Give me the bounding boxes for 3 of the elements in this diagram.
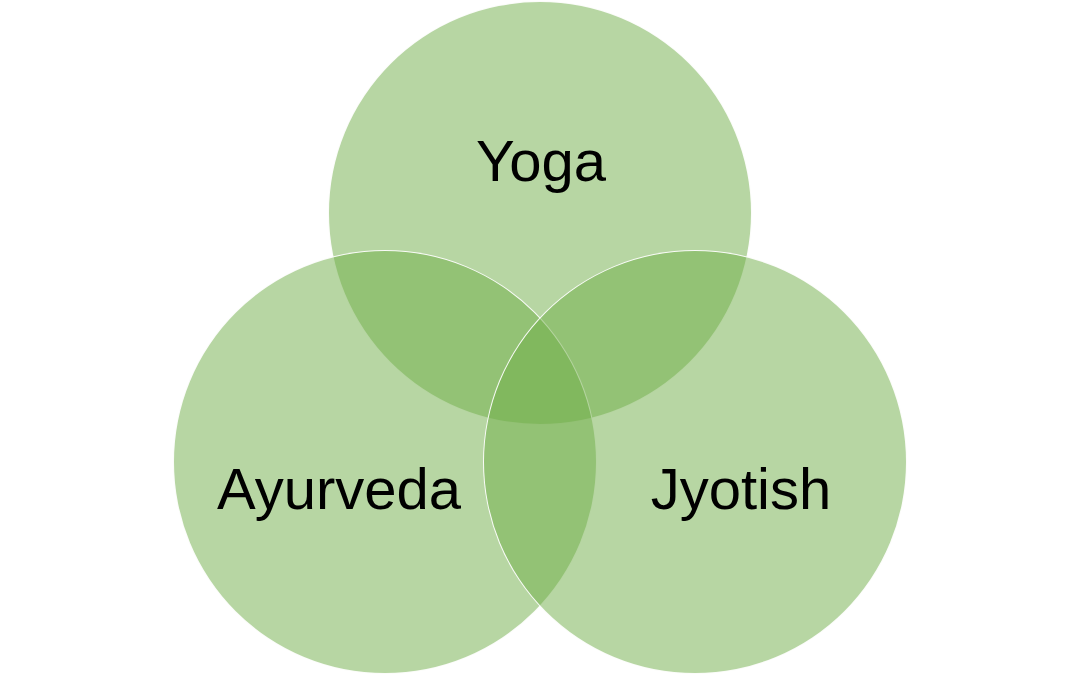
circle-label: Ayurveda (217, 455, 461, 523)
circle-label: Jyotish (650, 455, 832, 523)
circle-label: Yoga (475, 127, 607, 195)
